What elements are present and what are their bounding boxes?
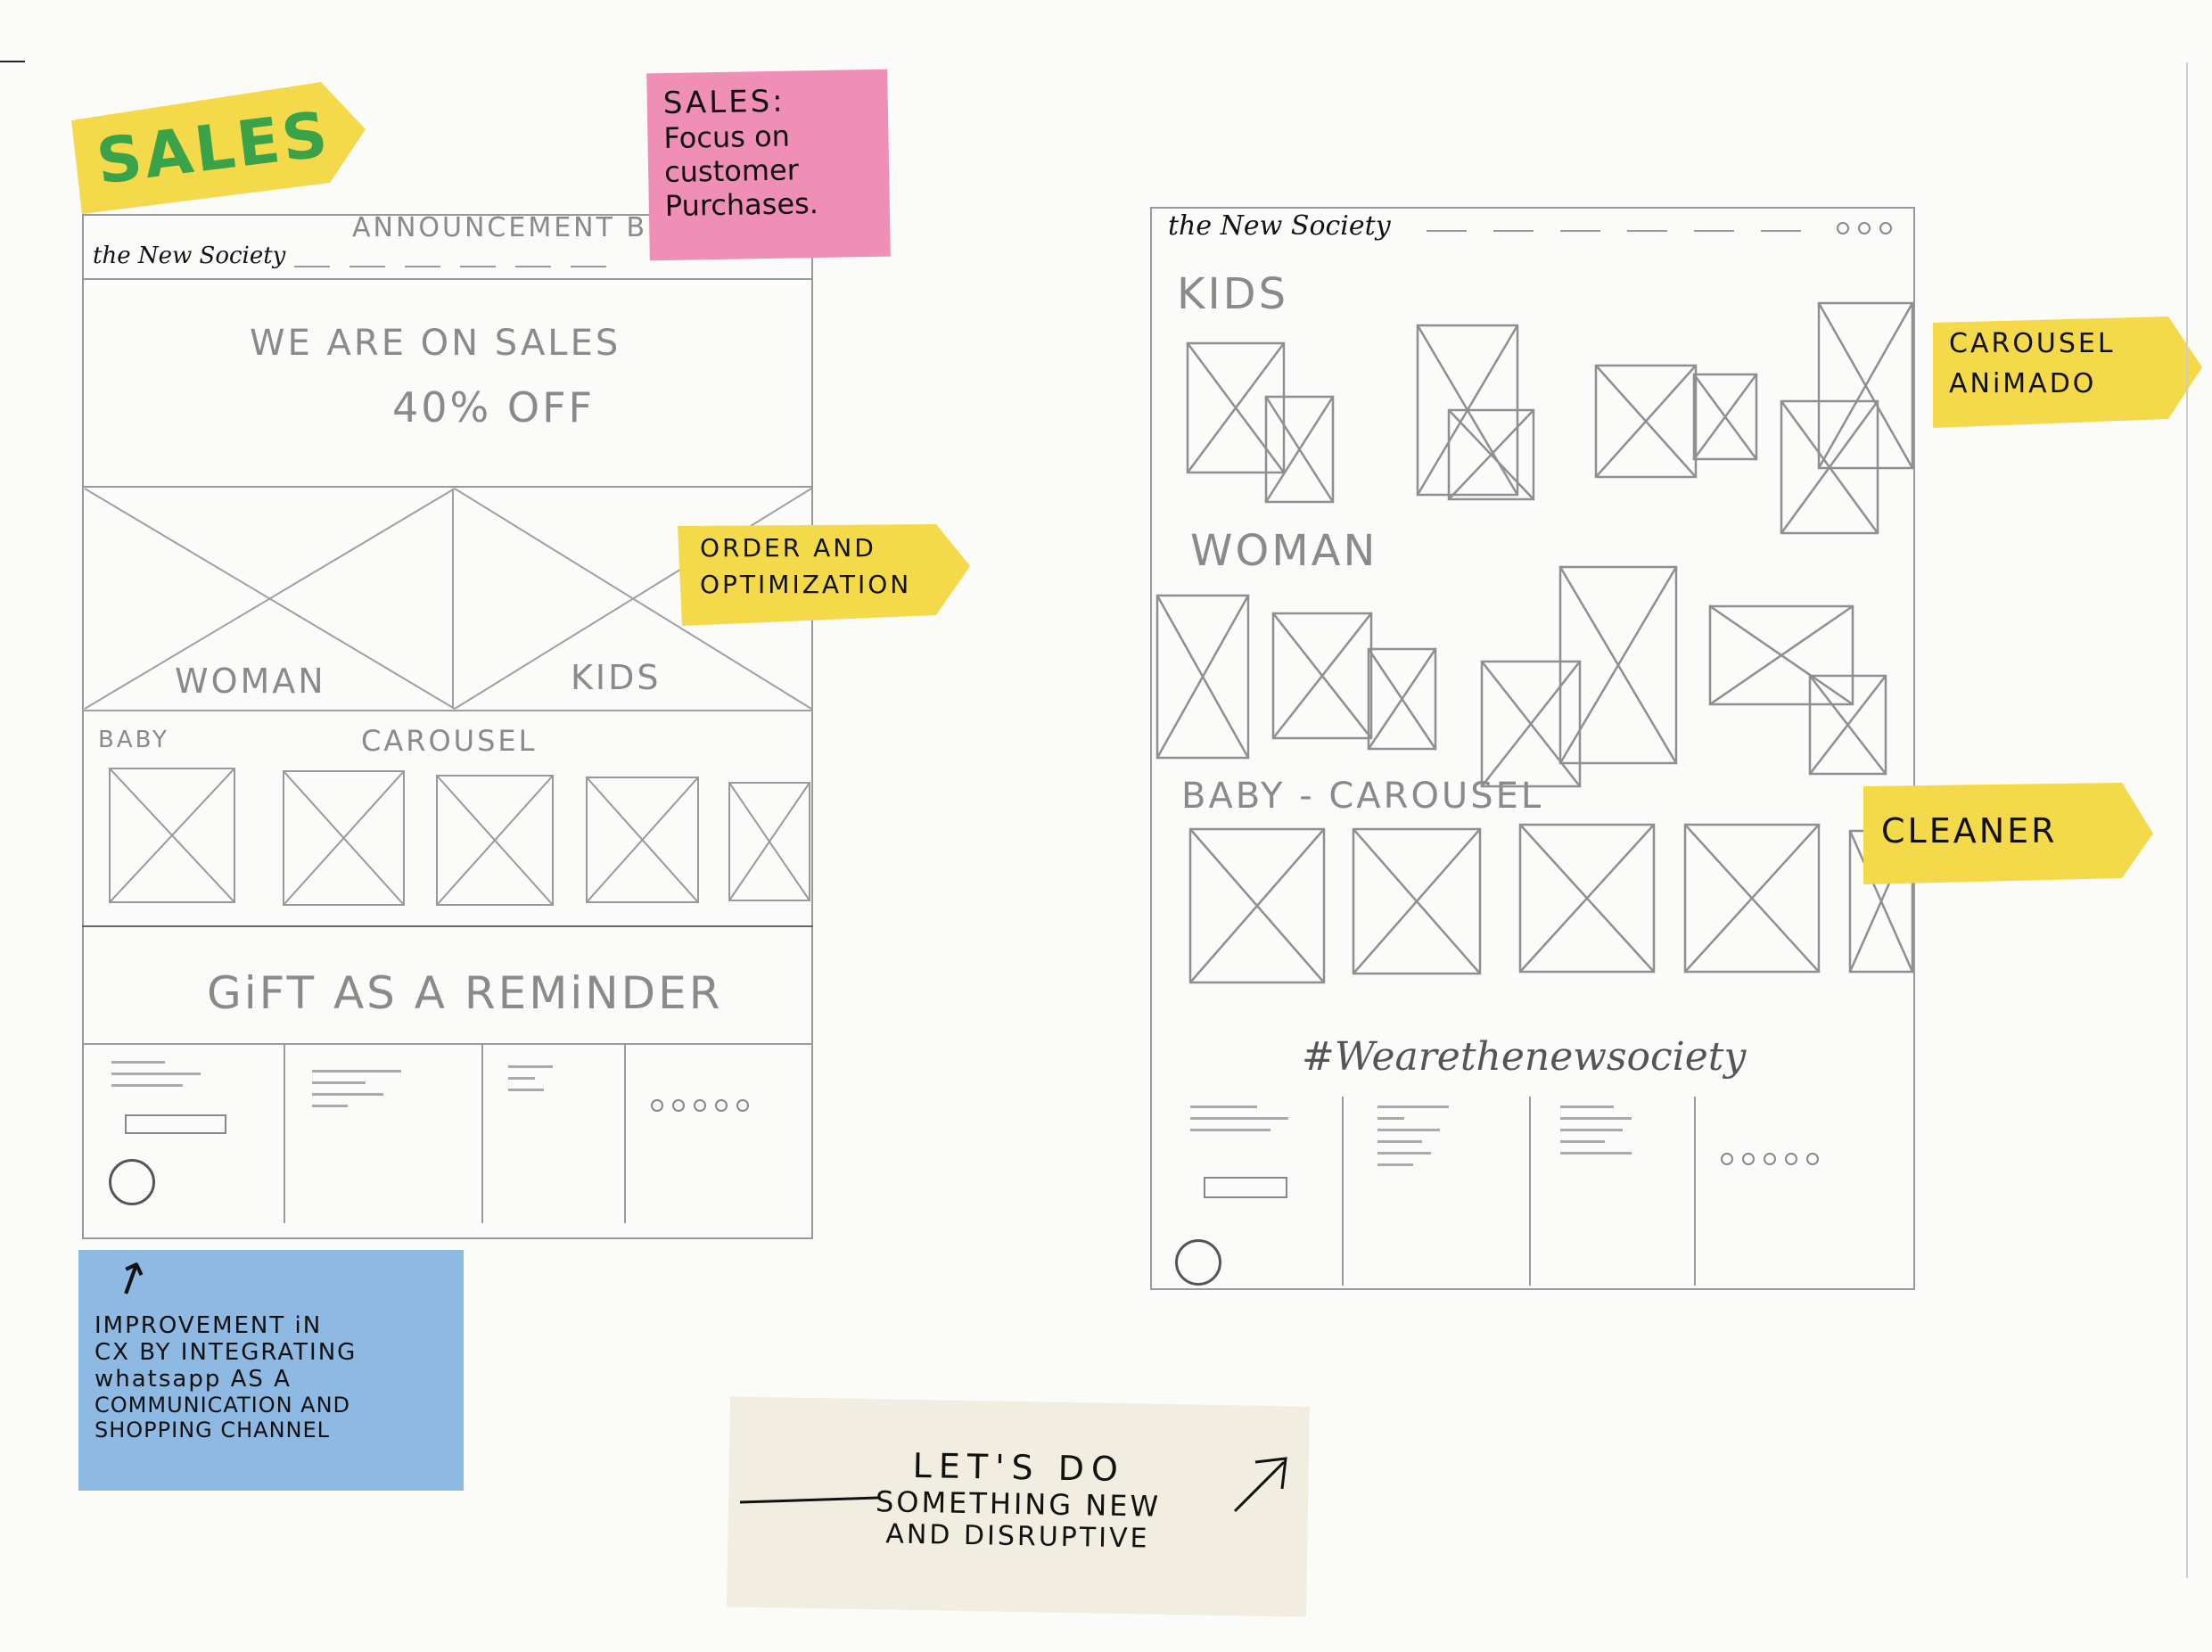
order-tag-text: ORDER AND OPTIMIZATION [700,533,911,599]
order-tag-line: ORDER AND [700,533,876,563]
carousel-tag-text: CAROUSEL ANiMADO [1949,328,2116,399]
left-footer-col-2 [312,1070,419,1116]
left-header-divider [82,278,813,280]
right-footer-col-divider-1 [1342,1097,1344,1286]
left-logo: the New Society [93,242,286,269]
social-dot-icon[interactable] [1764,1153,1776,1165]
header-dot-icon[interactable] [1879,222,1892,234]
social-dot-icon[interactable] [1742,1153,1755,1165]
left-footer-col-divider-3 [624,1045,626,1223]
right-header-icons [1837,221,1901,238]
right-whatsapp-icon[interactable] [1175,1239,1221,1286]
right-footer-col-1 [1190,1105,1297,1140]
header-dot-icon[interactable] [1858,222,1871,234]
right-wireframe [1150,207,1915,1290]
social-dot-icon[interactable] [651,1099,663,1112]
left-nav-placeholder [294,266,615,267]
left-woman-banner-label: WOMAN [175,662,326,701]
improvement-line: whatsapp AS A [95,1366,292,1393]
carousel-tag-line: ANiMADO [1949,368,2097,399]
social-dot-icon[interactable] [1721,1153,1733,1165]
left-gift-divider [82,1043,813,1045]
order-tag-line: OPTIMIZATION [700,570,912,599]
left-carousel-divider [82,925,813,927]
social-dot-icon[interactable] [736,1099,749,1112]
left-whatsapp-input [125,1114,226,1134]
left-baby-label: BABY [98,727,169,753]
improvement-note: ↑ IMPROVEMENT iN CX BY INTEGRATING whats… [78,1249,464,1491]
cleaner-tag-label: CLEANER [1881,811,2058,851]
social-dot-icon[interactable] [672,1099,685,1112]
left-kids-banner-label: KIDS [571,658,662,697]
social-dot-icon[interactable] [694,1099,706,1112]
right-social-icons [1721,1152,1828,1169]
right-nav-placeholder [1427,230,1801,232]
right-hashtag: #Wearethenewsociety [1302,1034,1747,1080]
left-hero-title: WE ARE ON SALES [250,323,621,364]
left-whatsapp-icon[interactable] [109,1159,155,1205]
left-social-icons [651,1098,758,1115]
improvement-line: CX BY INTEGRATING [95,1339,358,1366]
social-dot-icon[interactable] [715,1099,728,1112]
left-carousel-label: CAROUSEL [361,724,538,758]
header-dot-icon[interactable] [1837,222,1849,234]
left-footer-col-divider-2 [481,1045,483,1223]
right-footer-col-2 [1377,1105,1467,1175]
right-logo: the New Society [1168,210,1391,242]
left-gift-section: GiFT AS A REMiNDER [207,967,723,1019]
right-footer-col-divider-3 [1694,1097,1696,1286]
social-dot-icon[interactable] [1806,1153,1819,1165]
left-announcement-bar: ANNOUNCEMENT B [352,212,648,243]
left-footer-col-1 [111,1061,210,1096]
improvement-line: COMMUNICATION AND [95,1393,351,1418]
left-footer-col-divider-1 [284,1045,285,1223]
left-wireframe [82,214,813,1239]
left-footer-col-3 [508,1065,580,1100]
right-woman-heading: WOMAN [1190,526,1378,576]
right-whatsapp-input [1204,1177,1287,1198]
scan-edge [2186,62,2188,1578]
improvement-line: SHOPPING CHANNEL [95,1418,331,1442]
left-hero-discount: 40% OFF [392,383,595,431]
right-footer-col-3 [1560,1105,1649,1163]
carousel-tag-line: CAROUSEL [1949,328,2116,359]
improvement-line: IMPROVEMENT iN [95,1312,323,1339]
right-footer-col-divider-2 [1529,1097,1531,1286]
left-hero-divider [82,486,813,488]
scan-mark [0,61,25,62]
social-dot-icon[interactable] [1785,1153,1797,1165]
right-kids-heading: KIDS [1177,269,1289,319]
